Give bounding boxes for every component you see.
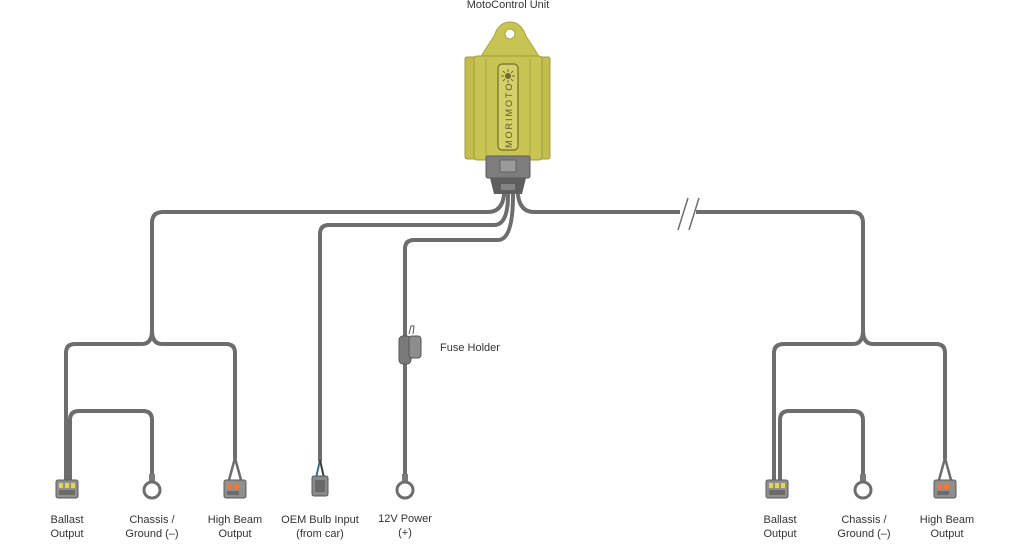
sun-logo-icon <box>501 69 515 83</box>
power-ring-terminal <box>395 474 415 500</box>
wire-harness <box>64 193 947 482</box>
wire-power <box>403 193 515 480</box>
oem-input-connector <box>311 459 329 497</box>
right-highbeam-connector <box>933 457 957 499</box>
wire-right-trunk <box>516 193 865 482</box>
mounting-tab <box>479 21 541 59</box>
power-label: 12V Power (+) <box>378 513 432 539</box>
unit-title: MotoControl Unit <box>466 0 550 11</box>
wire-left-trunk <box>64 193 506 482</box>
wire-left-highbeam <box>150 328 237 460</box>
left-ground-label: Chassis / Ground (–) <box>125 514 179 540</box>
fuse-holder <box>398 325 422 365</box>
right-ballast-label: Ballast Output <box>763 514 797 540</box>
wire-right-highbeam <box>861 328 947 460</box>
unit-connector <box>485 155 531 194</box>
left-highbeam-connector <box>223 457 247 499</box>
fuse-holder-label: Fuse Holder <box>440 342 500 354</box>
right-ground-label: Chassis / Ground (–) <box>837 514 891 540</box>
mounting-hole <box>504 28 516 40</box>
control-unit: MORIMOTO <box>464 21 551 161</box>
left-ballast-label: Ballast Output <box>50 514 84 540</box>
right-ballast-connector <box>765 479 789 499</box>
wire-left-ground <box>68 409 154 482</box>
left-ballast-connector <box>55 479 79 499</box>
left-highbeam-label: High Beam Output <box>207 514 263 540</box>
oem-input-label: OEM Bulb Input (from car) <box>281 514 359 540</box>
right-highbeam-label: High Beam Output <box>919 514 975 540</box>
wire-right-ground <box>778 409 865 482</box>
left-ground-ring-terminal <box>142 474 162 500</box>
wire-oem-input <box>318 193 510 462</box>
brand-text: MORIMOTO <box>504 82 514 148</box>
wire-break-mark <box>677 197 700 231</box>
right-ground-ring-terminal <box>853 474 873 500</box>
brand-badge <box>497 63 519 151</box>
